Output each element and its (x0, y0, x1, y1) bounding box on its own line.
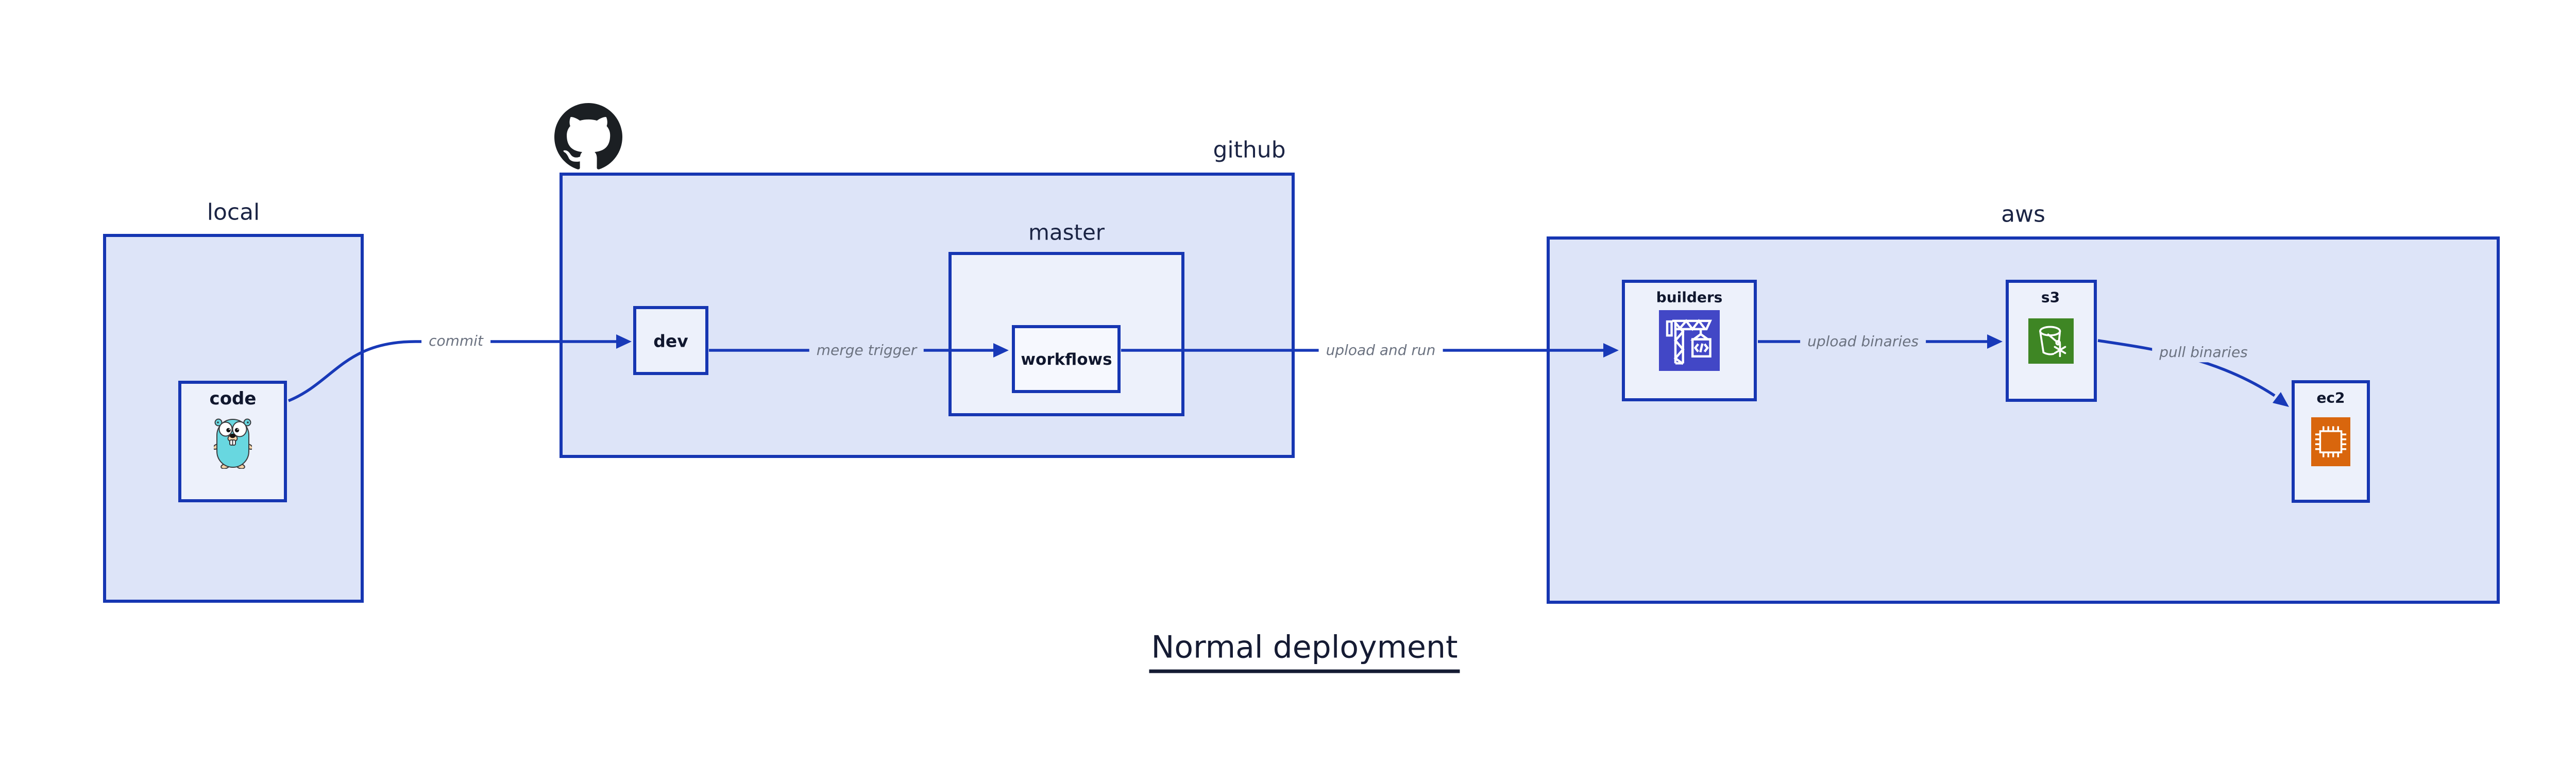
edge-label-commit: commit (421, 331, 490, 351)
group-label-master: master (1028, 219, 1105, 245)
edge-commit-line (287, 340, 616, 402)
group-label-local: local (207, 199, 260, 226)
github-octocat-icon (554, 103, 622, 169)
edge-label-upload-binaries: upload binaries (1800, 332, 1926, 351)
aws-codebuild-crane-icon (1659, 310, 1720, 371)
node-label-builders: builders (1656, 288, 1723, 306)
aws-s3-glacier-bucket-icon (2028, 318, 2074, 364)
diagram-title: Normal deployment (1149, 630, 1460, 673)
node-label-ec2: ec2 (2316, 389, 2345, 406)
node-label-code: code (209, 388, 257, 409)
arrowhead-into-ec2 (2273, 392, 2289, 407)
arrowhead-into-s3 (1987, 334, 2003, 349)
node-workflows (1012, 325, 1121, 393)
arrowhead-into-workflows (993, 343, 1009, 358)
go-gopher-icon (214, 418, 252, 469)
arrowhead-into-dev (616, 334, 632, 349)
edge-label-pull-binaries: pull binaries (2152, 343, 2255, 362)
group-label-aws: aws (2001, 201, 2045, 228)
edge-label-upload-and-run: upload and run (1318, 341, 1443, 360)
group-label-github: github (1213, 137, 1286, 163)
node-label-dev: dev (653, 331, 688, 351)
aws-ec2-chip-icon (2311, 417, 2350, 466)
node-dev (633, 306, 708, 375)
node-label-workflows: workflows (1021, 350, 1112, 369)
arrowhead-into-builders (1603, 343, 1619, 358)
node-s3 (2006, 280, 2097, 402)
edge-label-merge-trigger: merge trigger (809, 341, 924, 360)
node-label-s3: s3 (2041, 288, 2060, 306)
